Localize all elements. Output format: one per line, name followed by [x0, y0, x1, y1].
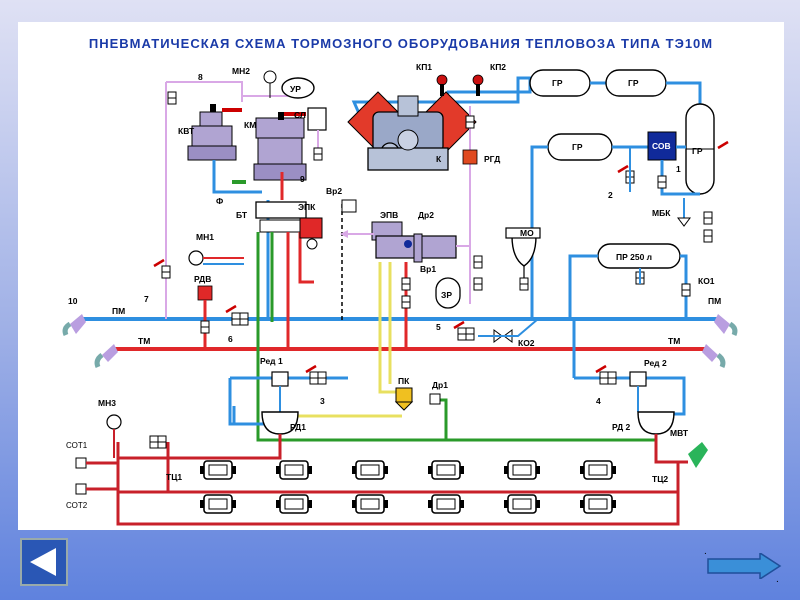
- label-gr-vertical: ГР: [692, 146, 703, 156]
- label-red1: Ред 1: [260, 356, 283, 366]
- label-rdv: РДВ: [194, 274, 211, 284]
- label-mo: МО: [520, 228, 534, 238]
- label-7: 7: [144, 294, 149, 304]
- pneumatic-scheme-diagram: 8 МН2 УР КВТ КМ СЛ КП1 КП2 К РГД ГР ГР Г…: [62, 62, 738, 526]
- label-10: 10: [68, 296, 78, 306]
- next-button[interactable]: [706, 551, 782, 581]
- label-tc2: ТЦ2: [652, 474, 668, 484]
- label-sot2: СОТ2: [66, 501, 88, 510]
- label-tm-right: ТМ: [668, 336, 680, 346]
- label-mn2: МН2: [232, 66, 250, 76]
- label-km: КМ: [244, 120, 256, 130]
- label-dr1: Др1: [432, 380, 448, 390]
- label-k: К: [436, 154, 442, 164]
- label-vr2: Вр2: [326, 186, 342, 196]
- label-rd1: РД1: [290, 422, 306, 432]
- label-red2: Ред 2: [644, 358, 667, 368]
- label-gr-2: ГР: [628, 78, 639, 88]
- label-pm-left: ПМ: [112, 306, 125, 316]
- label-mn1: МН1: [196, 232, 214, 242]
- label-4: 4: [596, 396, 601, 406]
- label-epv: ЭПВ: [380, 210, 398, 220]
- label-1: 1: [676, 164, 681, 174]
- decorative-dot: .: [776, 574, 779, 585]
- label-5: 5: [436, 322, 441, 332]
- label-sot1: СОТ1: [66, 441, 88, 450]
- label-ko2: КО2: [518, 338, 535, 348]
- label-3: 3: [320, 396, 325, 406]
- label-8: 8: [198, 72, 203, 82]
- label-epk: ЭПК: [298, 202, 316, 212]
- label-sov: СОВ: [652, 141, 671, 151]
- label-mbk: МБК: [652, 208, 671, 218]
- label-phi: Ф: [216, 196, 223, 206]
- page-title: ПНЕВМАТИЧЕСКАЯ СХЕМА ТОРМОЗНОГО ОБОРУДОВ…: [88, 36, 714, 51]
- label-rd2: РД 2: [612, 422, 631, 432]
- label-sl: СЛ: [294, 110, 306, 120]
- label-ko1: КО1: [698, 276, 715, 286]
- label-6: 6: [228, 334, 233, 344]
- label-zr: ЗР: [441, 290, 452, 300]
- label-mn3: МН3: [98, 398, 116, 408]
- back-button[interactable]: [20, 538, 68, 586]
- label-ur: УР: [290, 84, 301, 94]
- left-arrow-icon: [30, 548, 56, 576]
- label-dr2: Др2: [418, 210, 434, 220]
- decorative-dot: .: [704, 546, 707, 557]
- label-tm-left: ТМ: [138, 336, 150, 346]
- label-bt: БТ: [236, 210, 248, 220]
- label-pm-right: ПМ: [708, 296, 721, 306]
- label-tc1: ТЦ1: [166, 472, 182, 482]
- label-mvt: МВТ: [670, 428, 689, 438]
- label-kp1: КП1: [416, 62, 432, 72]
- label-gr-1: ГР: [552, 78, 563, 88]
- label-kp2: КП2: [490, 62, 506, 72]
- label-kvt: КВТ: [178, 126, 195, 136]
- label-2: 2: [608, 190, 613, 200]
- label-pr250: ПР 250 л: [616, 252, 652, 262]
- label-9: 9: [300, 174, 305, 184]
- label-rgd: РГД: [484, 154, 500, 164]
- label-vr1: Вр1: [420, 264, 436, 274]
- slide-canvas: ПНЕВМАТИЧЕСКАЯ СХЕМА ТОРМОЗНОГО ОБОРУДОВ…: [18, 22, 784, 530]
- right-arrow-icon: [707, 551, 782, 581]
- label-pk: ПК: [398, 376, 410, 386]
- label-gr-3: ГР: [572, 142, 583, 152]
